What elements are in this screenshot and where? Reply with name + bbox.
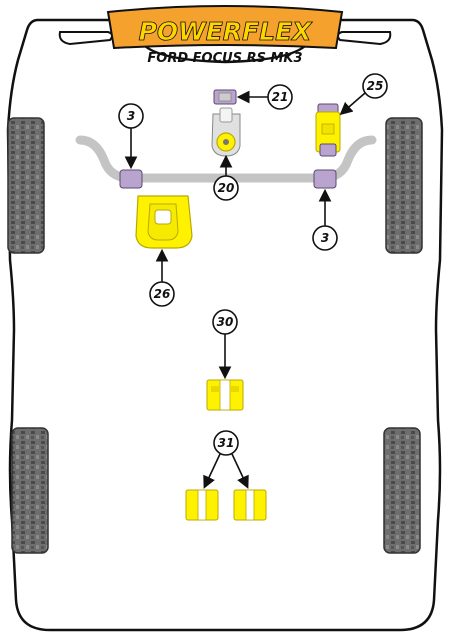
callout-30[interactable]: 30 xyxy=(212,309,238,335)
part-20-droplink xyxy=(211,107,241,157)
callout-label: 3 xyxy=(321,231,329,245)
bush-3-right xyxy=(313,169,337,189)
rear-left-tyre xyxy=(11,427,49,554)
bush-21 xyxy=(213,89,237,105)
callout-21[interactable]: 21 xyxy=(267,84,293,110)
front-left-tyre xyxy=(7,117,45,254)
callout-20[interactable]: 20 xyxy=(213,175,239,201)
vehicle-model-title: FORD FOCUS RS MK3 xyxy=(147,51,302,66)
callout-label: 25 xyxy=(367,79,384,93)
callout-label: 20 xyxy=(218,181,235,195)
front-right-tyre xyxy=(385,117,423,254)
logo-text: POWERFLEX xyxy=(139,17,314,46)
part-30-bush xyxy=(206,379,244,411)
bush-3-left xyxy=(119,169,143,189)
arrow-31-right xyxy=(231,453,249,489)
callout-label: 30 xyxy=(217,315,234,329)
arrow-25 xyxy=(339,92,366,116)
callout-3-left[interactable]: 3 xyxy=(118,103,144,129)
callout-25[interactable]: 25 xyxy=(362,73,388,99)
callout-label: 3 xyxy=(127,109,135,123)
part-25-mount xyxy=(315,103,341,157)
front-left-pillar xyxy=(58,31,114,46)
callout-label: 26 xyxy=(154,287,171,301)
part-31-bush-right xyxy=(233,489,267,521)
front-right-pillar xyxy=(336,31,392,46)
part-31-bush-left xyxy=(185,489,219,521)
callout-31[interactable]: 31 xyxy=(213,430,239,456)
callout-label: 31 xyxy=(218,436,235,450)
callout-3-right[interactable]: 3 xyxy=(312,225,338,251)
callout-arrows xyxy=(124,90,366,489)
part-26-bush xyxy=(135,195,193,249)
callout-26[interactable]: 26 xyxy=(149,281,175,307)
brand-logo: POWERFLEX xyxy=(106,5,344,50)
rear-right-tyre xyxy=(383,427,421,554)
arrow-31-left xyxy=(203,453,221,489)
callout-label: 21 xyxy=(272,90,289,104)
